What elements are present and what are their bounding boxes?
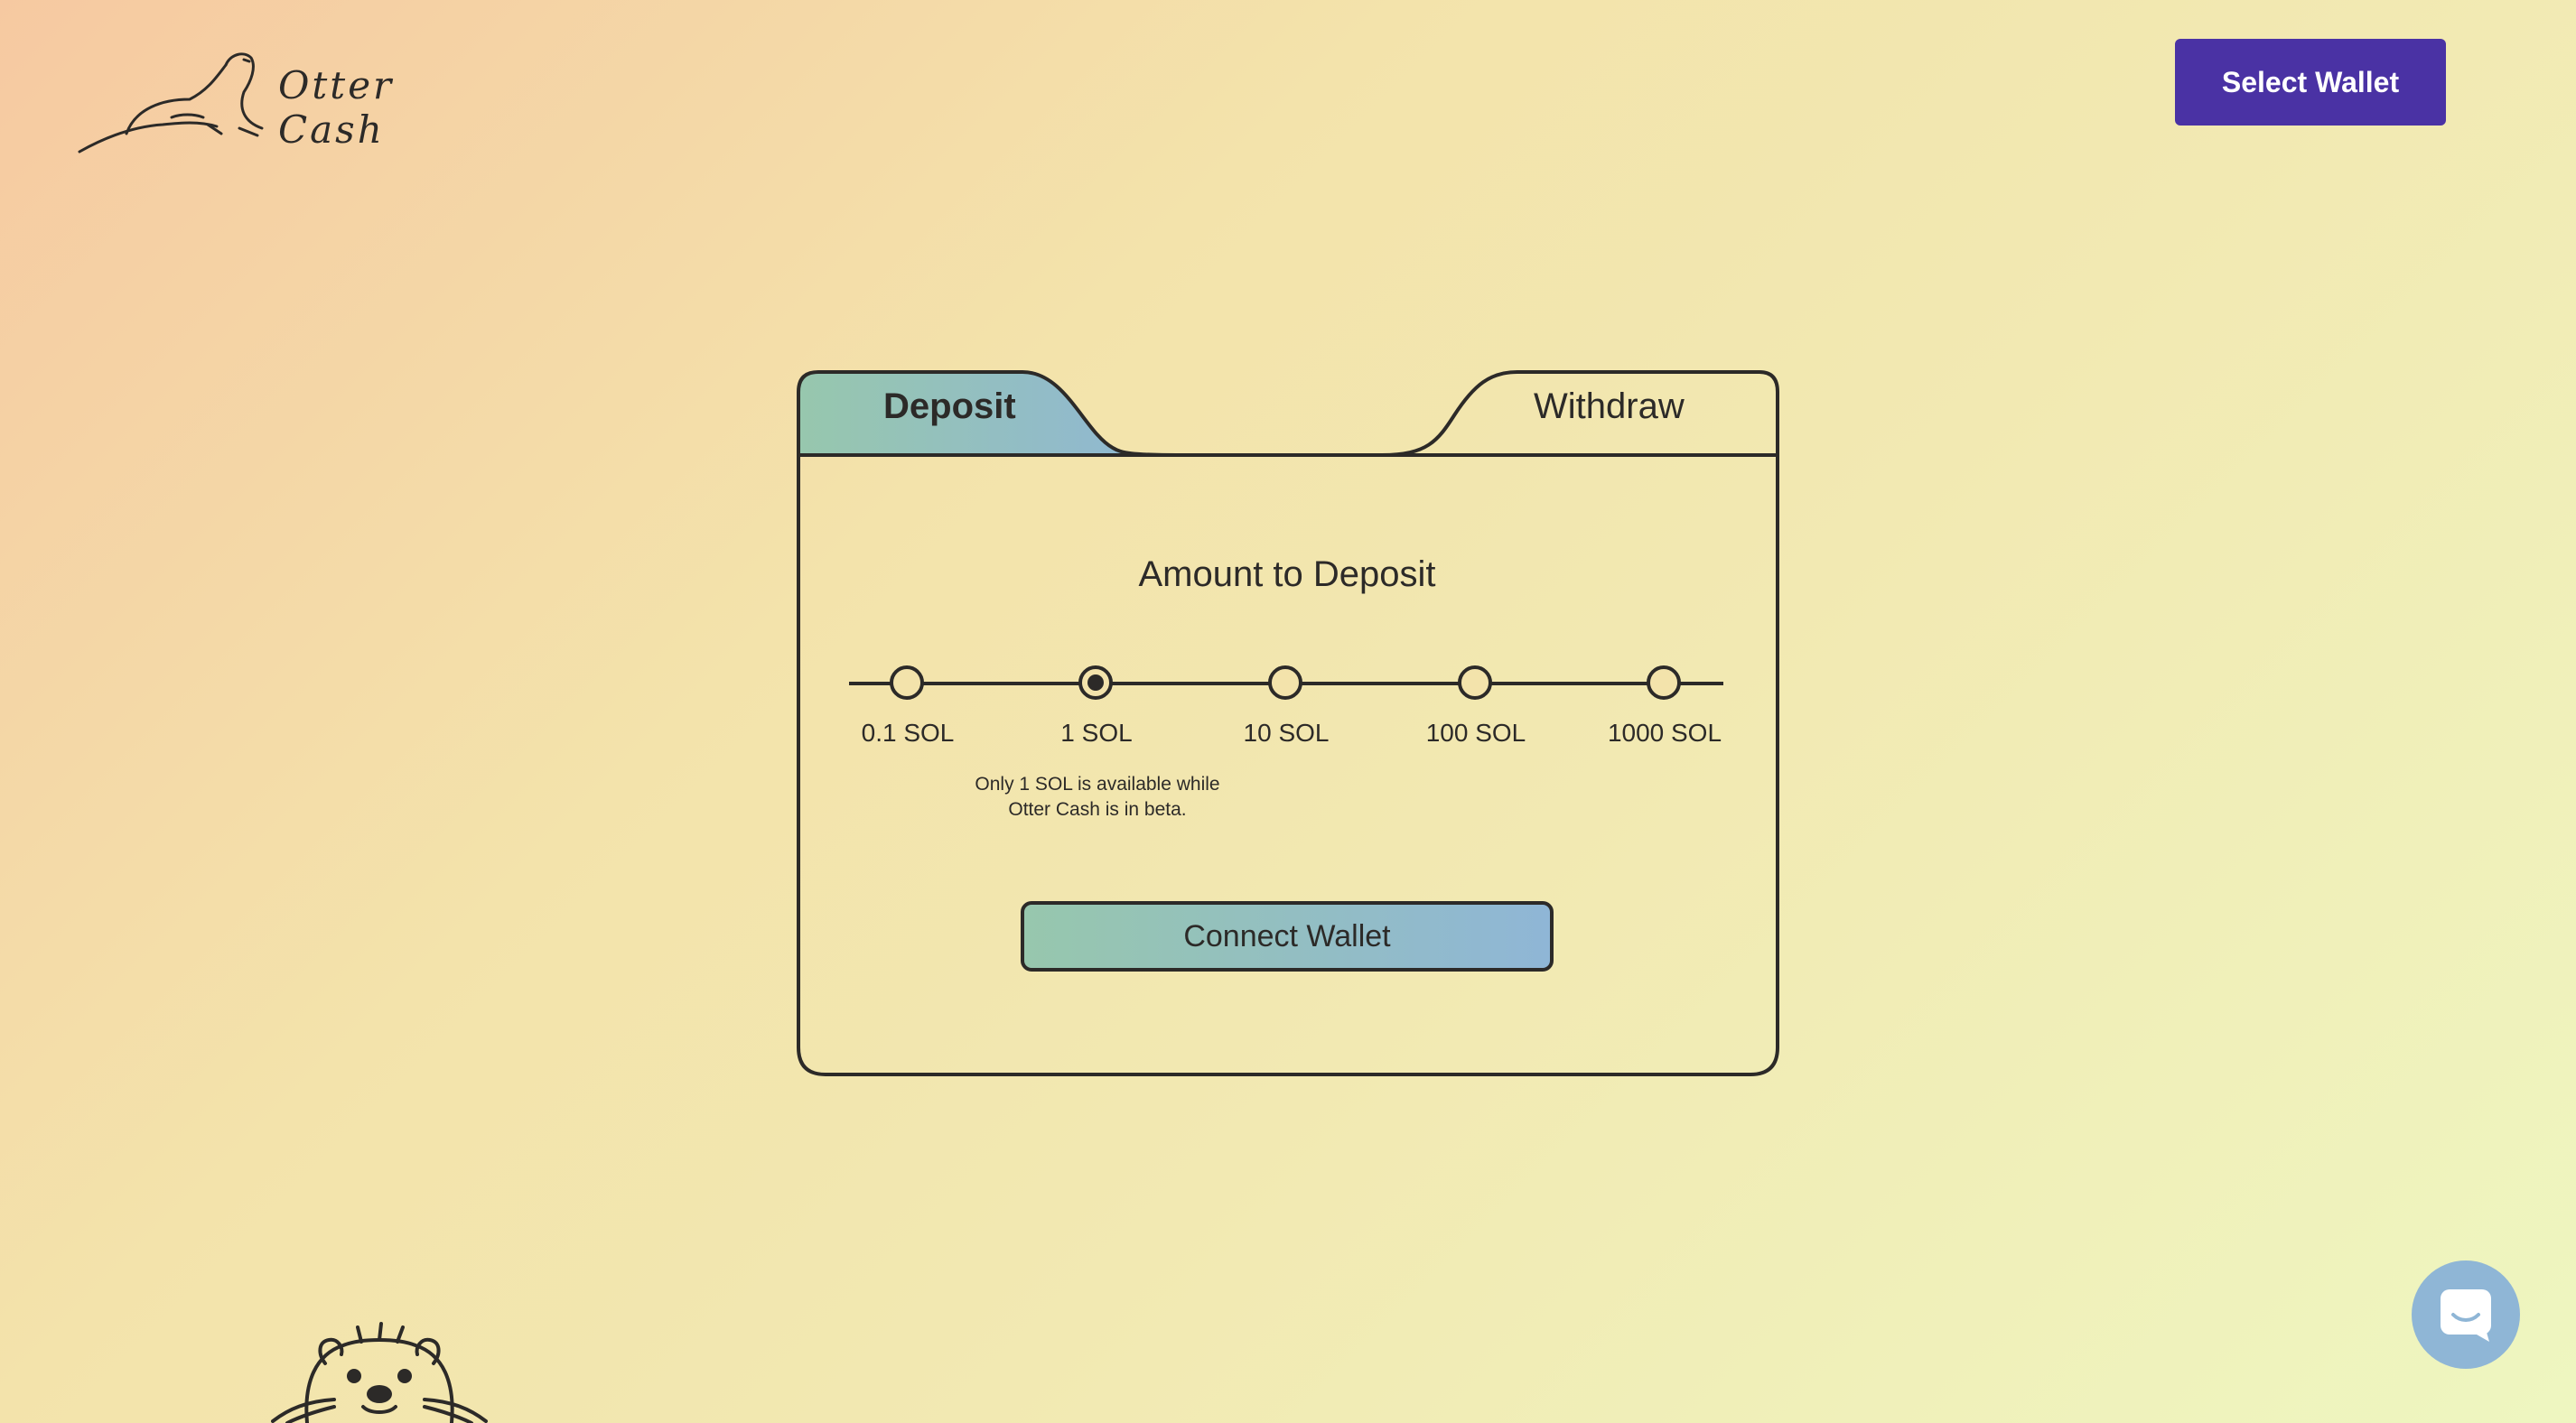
select-wallet-button[interactable]: Select Wallet <box>2175 39 2446 126</box>
option-label: 100 SOL <box>1425 719 1526 747</box>
chat-icon <box>2441 1289 2491 1342</box>
logo-text: Otter Cash <box>278 63 395 152</box>
option-label: 0.1 SOL <box>861 719 955 747</box>
otter-face-icon <box>271 1322 488 1423</box>
radio-100-sol[interactable] <box>1458 665 1492 700</box>
option-label: 1 SOL <box>1060 719 1133 747</box>
otter-logo-icon <box>78 52 264 153</box>
beta-note: Only 1 SOL is available while Otter Cash… <box>975 774 1220 820</box>
deposit-card <box>797 370 1779 1076</box>
tab-deposit[interactable]: Deposit <box>883 386 1016 426</box>
radio-10-sol[interactable] <box>1268 665 1302 700</box>
logo[interactable]: Otter Cash <box>72 27 488 163</box>
radio-1000-sol[interactable] <box>1647 665 1681 700</box>
tab-withdraw[interactable]: Withdraw <box>1534 386 1685 426</box>
option-label: 10 SOL <box>1243 719 1330 747</box>
chat-button[interactable] <box>2412 1260 2520 1369</box>
radio-1-sol[interactable] <box>1078 665 1113 700</box>
amount-title: Amount to Deposit <box>1138 554 1436 594</box>
radio-0-1-sol[interactable] <box>890 665 924 700</box>
connect-wallet-button[interactable]: Connect Wallet <box>1021 901 1554 972</box>
option-label: 1000 SOL <box>1607 719 1722 747</box>
